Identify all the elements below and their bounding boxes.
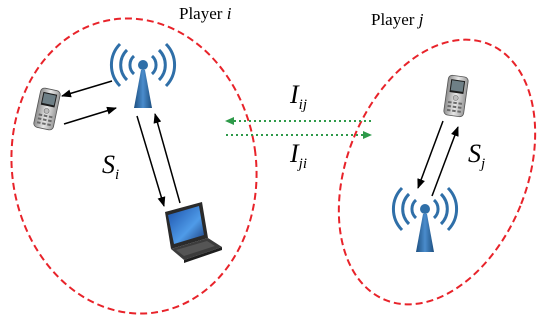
link-arrow [153,113,181,204]
mobile-phone-icon [442,74,470,118]
access-point-icon [391,186,459,254]
player-label-prefix: Player [371,10,419,29]
interference-symbol: I [290,139,299,168]
player-index: i [226,4,232,23]
player-i-region [10,17,258,315]
link-arrow [61,80,113,98]
set-symbol-j: Sj [468,139,485,173]
set-symbol-i: Si [102,150,119,184]
link-arrow [431,126,459,197]
interference-ij-label: Iij [290,80,307,114]
player-i-label: Player i [179,4,231,24]
set-subscript: i [115,167,120,183]
set-symbol: S [102,150,115,179]
player-index: j [418,10,424,29]
mobile-phone-icon [32,86,62,132]
interference-subscript: ij [298,97,308,113]
link-arrow [136,115,166,207]
player-j-region [337,38,537,306]
player-j-label: Player j [371,10,423,30]
set-subscript: j [481,156,486,172]
access-point-icon [109,42,177,110]
link-arrow [63,106,117,125]
interference-symbol: I [290,80,299,109]
player-label-prefix: Player [179,4,227,23]
interference-ji-label: Iji [290,139,307,173]
link-arrow [417,120,444,189]
laptop-icon [165,202,222,263]
interference-subscript: ji [298,156,308,172]
set-symbol: S [468,139,481,168]
